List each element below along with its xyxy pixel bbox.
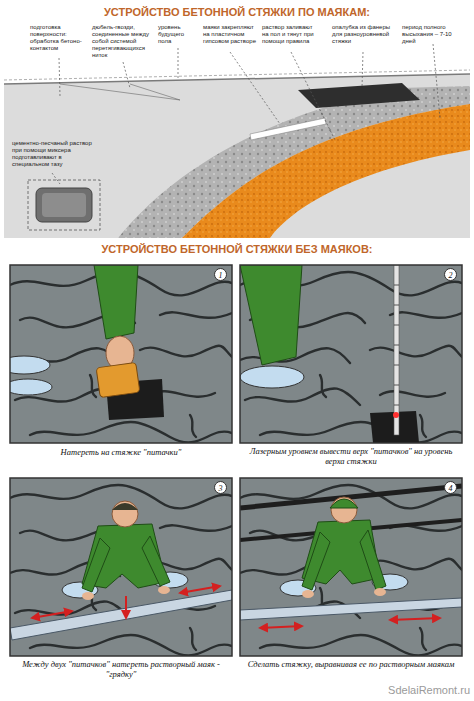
step-panel-1: [0, 265, 232, 443]
callout-text: маяки закрепляют на пластичном гипсовом …: [203, 24, 258, 45]
callout-number: 3: [214, 481, 227, 494]
callout-number: 2: [444, 268, 457, 281]
step-caption: Лазерным уровнем вывести верх "питачков"…: [240, 446, 462, 466]
step-panel-3: [10, 478, 232, 656]
screed-scheme: [4, 44, 470, 238]
callout-number: 1: [214, 268, 227, 281]
callout-number: 4: [444, 481, 457, 494]
watermark: SdelaiRemont.ru: [330, 683, 470, 697]
step-caption: Сделать стяжку, выравнивая ее по раствор…: [240, 659, 462, 669]
callout-text: уровень будущего пола: [158, 24, 198, 45]
step-caption: Между двух "питачков" натереть растворны…: [10, 659, 232, 679]
callout-text: период полного высыхания – 7-10 дней: [402, 24, 464, 45]
step-panel-4: [240, 478, 462, 656]
step-panel-2: [240, 265, 462, 443]
callout-text: раствор заливают на пол и тянут при помо…: [262, 24, 320, 45]
callout-text: цементно-песчаный раствор при помощи мик…: [12, 140, 94, 168]
heading: УСТРОЙСТВО БЕТОННОЙ СТЯЖКИ ПО МАЯКАМ:: [0, 5, 474, 19]
callout-text: подготовка поверхности: обработка бетоно…: [30, 24, 88, 52]
heading: УСТРОЙСТВО БЕТОННОЙ СТЯЖКИ БЕЗ МАЯКОВ:: [0, 242, 474, 256]
step-caption: Натереть на стяжке "питачки": [10, 447, 232, 457]
callout-text: дюбель-гвозди, соединенные между собой с…: [92, 24, 154, 59]
callout-text: опалубка из фанеры для разноуровневой ст…: [332, 24, 394, 45]
